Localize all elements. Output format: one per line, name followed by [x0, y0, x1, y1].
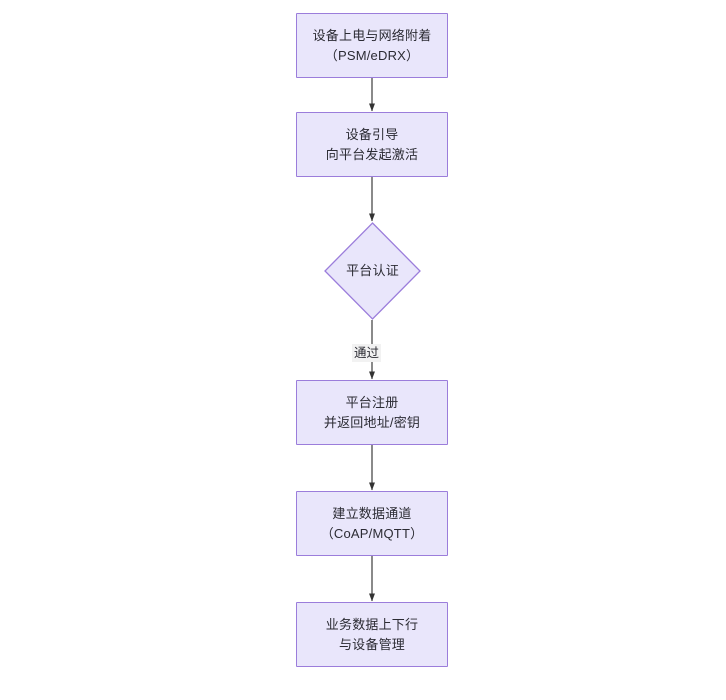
- node-label: 平台认证: [346, 263, 399, 278]
- node-platform-auth-decision[interactable]: 平台认证: [324, 222, 421, 320]
- edge-label-pass: 通过: [352, 344, 382, 362]
- node-device-bootstrap[interactable]: 设备引导 向平台发起激活: [296, 112, 448, 177]
- node-device-power-on[interactable]: 设备上电与网络附着 （PSM/eDRX）: [296, 13, 448, 78]
- node-label: 设备上电与网络附着 （PSM/eDRX）: [312, 27, 432, 63]
- node-label: 设备引导 向平台发起激活: [325, 126, 419, 162]
- node-label: 平台注册 并返回地址/密钥: [323, 394, 421, 430]
- node-establish-data-channel[interactable]: 建立数据通道 （CoAP/MQTT）: [296, 491, 448, 556]
- node-platform-register[interactable]: 平台注册 并返回地址/密钥: [296, 380, 448, 445]
- node-business-data-and-device-management[interactable]: 业务数据上下行 与设备管理: [296, 602, 448, 667]
- diamond-shape: [324, 222, 421, 320]
- node-label: 建立数据通道 （CoAP/MQTT）: [320, 505, 424, 541]
- node-label: 业务数据上下行 与设备管理: [325, 616, 419, 652]
